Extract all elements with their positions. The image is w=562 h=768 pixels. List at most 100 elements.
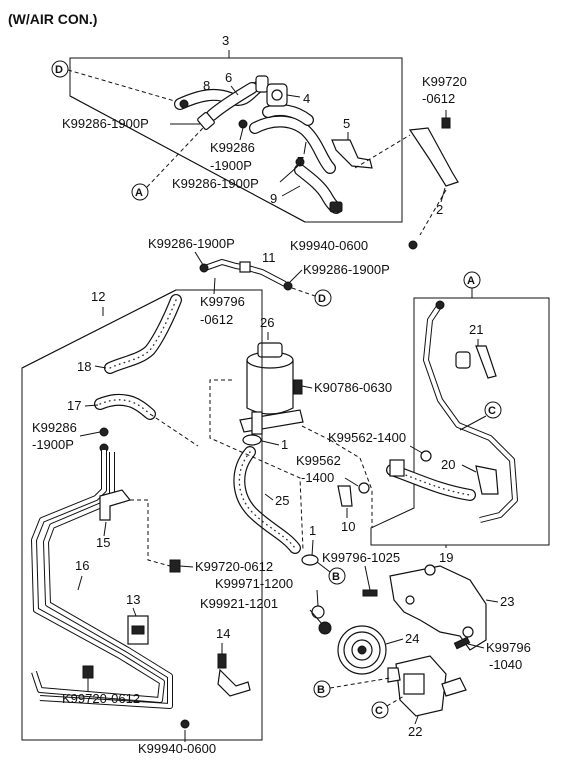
- leader-D-top: [67, 69, 179, 103]
- clamp-1a: [242, 434, 262, 446]
- code-k99562-b: -1400: [301, 470, 334, 485]
- part-number-22: 22: [408, 724, 422, 739]
- bolt-k99796-1040: [453, 636, 471, 650]
- code-k99286-top2: K99286-1900P: [148, 236, 235, 251]
- group-frame-19: [370, 297, 550, 546]
- part-number-12: 12: [91, 289, 105, 304]
- part-number-2: 2: [436, 202, 443, 217]
- part-number-18: 18: [77, 359, 91, 374]
- callout-C-right: [484, 401, 502, 419]
- part-number-25: 25: [275, 493, 289, 508]
- code-k99940-bot: K99940-0600: [138, 741, 216, 756]
- code-k99796-1040a: K99796: [486, 640, 531, 655]
- code-k99286-mid-b: -1900P: [210, 158, 252, 173]
- callout-A-right-label: A: [467, 275, 475, 287]
- hose-end-9: [329, 201, 343, 213]
- bolt-k99720-top: [441, 117, 451, 129]
- washer-k99971: [311, 605, 325, 619]
- part-number-21: 21: [469, 322, 483, 337]
- nut-k99940-bot: [180, 719, 190, 729]
- callout-C-bot: [371, 701, 389, 719]
- callout-A-top: [131, 183, 149, 201]
- bracket-21: [475, 345, 497, 379]
- part-number-1a: 1: [281, 437, 288, 452]
- bracket-5: [331, 139, 373, 169]
- code-k99286-right2: K99286-1900P: [303, 262, 390, 277]
- part-number-17: 17: [67, 398, 81, 413]
- code-k99940-top: K99940-0600: [290, 238, 368, 253]
- code-k99286-low: K99286-1900P: [172, 176, 259, 191]
- callout-D-mid-label: D: [318, 293, 326, 305]
- bolt-k99720-mid: [169, 559, 181, 573]
- part-number-23: 23: [500, 594, 514, 609]
- callout-B-mid: [328, 567, 346, 585]
- part-number-14: 14: [216, 626, 230, 641]
- grommet-21: [455, 351, 471, 369]
- code-k99720-top-b: -0612: [422, 91, 455, 106]
- code-k99286-mid-a: K99286: [210, 140, 255, 155]
- code-k99562-a: K99562: [296, 453, 341, 468]
- part-number-9: 9: [270, 191, 277, 206]
- code-k99971: K99971-1200: [215, 576, 293, 591]
- part-number-1b: 1: [309, 523, 316, 538]
- part-number-8: 8: [203, 78, 210, 93]
- code-k99921: K99921-1201: [200, 596, 278, 611]
- bracket-15: [99, 489, 132, 521]
- callout-D-top: [51, 60, 69, 78]
- part-number-24: 24: [405, 631, 419, 646]
- code-k99286-left: K99286-1900P: [62, 116, 149, 131]
- reservoir-26: [246, 359, 294, 415]
- callout-C-right-label: C: [488, 405, 496, 417]
- bolt-k90786: [293, 379, 303, 395]
- part-number-10: 10: [341, 519, 355, 534]
- code-k99286-17a: K99286: [32, 420, 77, 435]
- nut-k99940-top: [408, 240, 418, 250]
- fitting-8: [197, 111, 215, 131]
- code-k99796-1025: K99796-1025: [322, 550, 400, 565]
- part-number-26: 26: [260, 315, 274, 330]
- callout-D-mid: [314, 289, 332, 307]
- clamp-20: [475, 465, 499, 495]
- callout-B-bot-label: B: [317, 684, 325, 696]
- part-number-13: 13: [126, 592, 140, 607]
- nut-k99921: [318, 621, 332, 635]
- code-k99796-b: -0612: [200, 312, 233, 327]
- part-number-15: 15: [96, 535, 110, 550]
- callout-D-top-label: D: [55, 64, 63, 76]
- reservoir-cap: [257, 342, 283, 358]
- part-number-3: 3: [222, 33, 229, 48]
- callout-A-top-label: A: [135, 187, 143, 199]
- part-number-7: 7: [297, 154, 304, 169]
- part-number-11: 11: [262, 250, 276, 265]
- part-number-16: 16: [75, 558, 89, 573]
- code-k99562-1400: K99562-1400: [328, 430, 406, 445]
- code-k99720-bot: K99720-0612: [62, 691, 140, 706]
- code-k99796-1040b: -1040: [489, 657, 522, 672]
- bolt-10: [337, 485, 353, 507]
- diagram-title: (W/AIR CON.): [8, 11, 97, 27]
- code-k99720-top-a: K99720: [422, 74, 467, 89]
- callout-C-bot-label: C: [375, 705, 383, 717]
- part-number-5: 5: [343, 116, 350, 131]
- frame-diagonal-3: [69, 95, 306, 223]
- bolt-k99720-bot: [82, 665, 94, 679]
- clamp-1b: [301, 554, 319, 566]
- part-number-20: 20: [441, 457, 455, 472]
- bracket-14: [217, 668, 251, 697]
- code-k90786: K90786-0630: [314, 380, 392, 395]
- part-number-6: 6: [225, 70, 232, 85]
- callout-B-mid-label: B: [332, 571, 340, 583]
- clamp-8: [179, 99, 189, 109]
- code-k99720-mid: K99720-0612: [195, 559, 273, 574]
- bracket-2: [408, 127, 459, 187]
- code-k99286-17b: -1900P: [32, 437, 74, 452]
- code-k99796-a: K99796: [200, 294, 245, 309]
- part-number-4: 4: [303, 91, 310, 106]
- group-frame-3: [69, 57, 403, 223]
- hose-end-6: [255, 75, 269, 93]
- part-number-19: 19: [439, 550, 453, 565]
- bolt-k99796-1025: [362, 589, 378, 597]
- clamp-low: [295, 157, 305, 167]
- clamp-mid: [238, 119, 248, 129]
